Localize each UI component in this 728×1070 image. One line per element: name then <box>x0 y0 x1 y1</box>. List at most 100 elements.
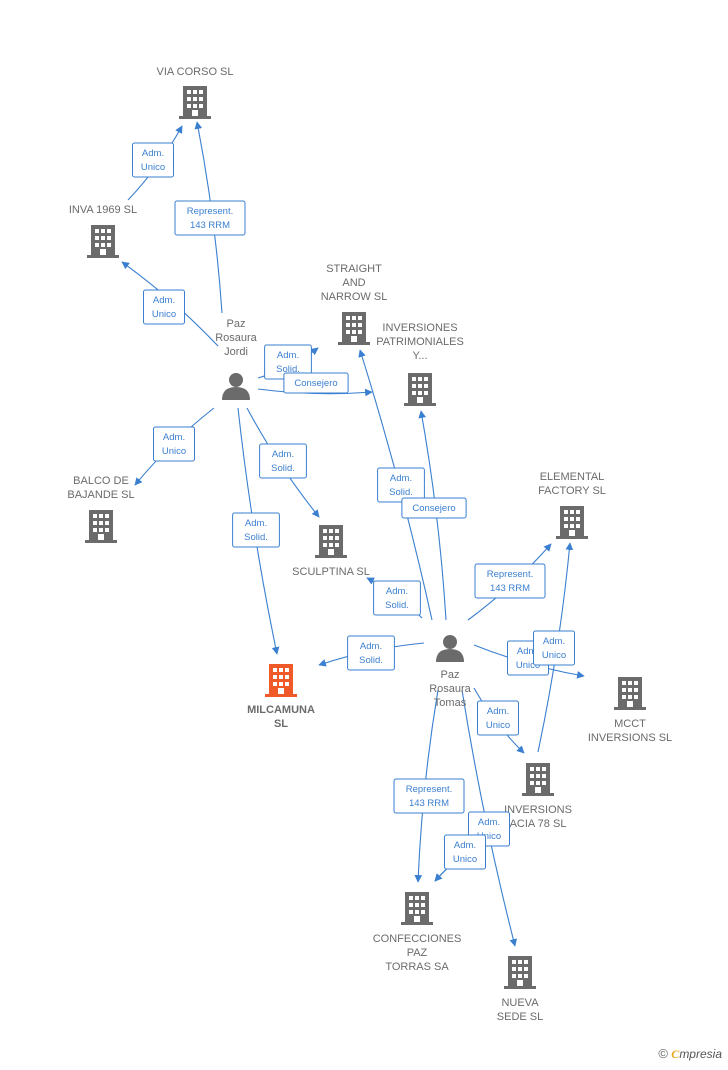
edge-label-text: Adm. <box>454 840 476 851</box>
edge-label[interactable]: Adm.Unico <box>132 142 174 178</box>
copyright-symbol: © <box>658 1046 668 1061</box>
edge-label[interactable]: Represent. 143 RRM <box>393 778 465 814</box>
node-label: ELEMENTAL <box>540 471 605 483</box>
node-sculptina[interactable]: SCULPTINA SL <box>292 525 370 578</box>
node-label: NUEVA <box>501 997 539 1009</box>
person-icon[interactable] <box>436 635 464 662</box>
edge-label-box <box>401 497 467 519</box>
building-icon[interactable] <box>87 225 119 258</box>
node-label: Y... <box>412 350 427 362</box>
node-label: Rosaura <box>429 683 471 695</box>
building-icon[interactable] <box>504 956 536 989</box>
node-label: NARROW SL <box>321 291 388 303</box>
edge-label[interactable]: Adm.Unico <box>477 700 519 736</box>
edge-label-text: Unico <box>453 854 477 865</box>
edge-label[interactable]: Consejero <box>401 497 467 519</box>
building-icon[interactable] <box>179 86 211 119</box>
building-icon[interactable] <box>338 312 370 345</box>
node-label: MILCAMUNA <box>247 704 315 716</box>
edge-label-text: Adm. <box>163 432 185 443</box>
node-label: MCCT <box>614 718 646 730</box>
node-label: SEDE SL <box>497 1011 543 1023</box>
building-icon[interactable] <box>614 677 646 710</box>
node-nueva[interactable]: NUEVA SEDE SL <box>497 956 543 1023</box>
edge-label-text: 143 RRM <box>409 798 449 809</box>
node-inva1969[interactable]: INVA 1969 SL <box>69 204 137 258</box>
person-icon[interactable] <box>222 373 250 400</box>
edge-label-text: Adm. <box>360 641 382 652</box>
node-label: INVERSIONS <box>504 804 572 816</box>
building-icon[interactable] <box>401 892 433 925</box>
edge-label-box <box>259 443 307 479</box>
brand-watermark: © Cmpresia <box>658 1046 722 1062</box>
node-label: INVA 1969 SL <box>69 204 137 216</box>
edge-label[interactable]: Adm.Solid. <box>347 635 395 671</box>
building-icon[interactable] <box>315 525 347 558</box>
node-label: PATRIMONIALES <box>376 336 464 348</box>
building-icon[interactable] <box>522 763 554 796</box>
building-icon[interactable] <box>85 510 117 543</box>
edge-label-text: Adm. <box>543 636 565 647</box>
node-label: FACTORY SL <box>538 485 606 497</box>
edge-label-text: Adm. <box>142 148 164 159</box>
node-inv-acia[interactable]: INVERSIONS ACIA 78 SL <box>504 763 572 830</box>
edge-label[interactable]: Adm. Solid. <box>264 344 312 380</box>
node-label: SCULPTINA SL <box>292 566 370 578</box>
edge-label-text: Solid. <box>244 532 268 543</box>
node-label: VIA CORSO SL <box>156 66 233 78</box>
edge-label-text: Solid. <box>276 364 300 375</box>
edge-label[interactable]: Adm.Unico <box>153 426 195 462</box>
edge-label-text: Consejero <box>294 378 337 389</box>
brand-initial: C <box>671 1047 680 1061</box>
edge-label[interactable]: Adm.Solid. <box>377 467 425 503</box>
building-icon[interactable] <box>556 506 588 539</box>
edge-label[interactable]: Adm.Solid. <box>373 580 421 616</box>
edge-label-text: Adm. <box>386 586 408 597</box>
edge-label-box <box>444 834 486 870</box>
node-label: PAZ <box>407 947 428 959</box>
node-label: BAJANDE SL <box>67 489 134 501</box>
edge-label-text: Represent. <box>406 784 452 795</box>
node-label: INVERSIONS SL <box>588 732 672 744</box>
node-elemental[interactable]: ELEMENTAL FACTORY SL <box>538 471 606 539</box>
edge-label[interactable]: Adm. Unico <box>533 630 575 666</box>
edge-label[interactable]: Represent.143 RRM <box>174 200 246 236</box>
node-label: INVERSIONES <box>382 322 457 334</box>
edge-label-box <box>132 142 174 178</box>
edge-label[interactable]: Adm. Solid. <box>232 512 280 548</box>
edge-label-text: Represent. <box>187 206 233 217</box>
edge-label-box <box>232 512 280 548</box>
edge-label-text: Unico <box>542 650 566 661</box>
edge-label-box <box>533 630 575 666</box>
edge-label-text: Adm. <box>517 646 539 657</box>
edge-label-box <box>283 372 349 394</box>
edge-label[interactable]: Adm.Unico <box>143 289 185 325</box>
edge-label-text: Adm. <box>277 350 299 361</box>
edge-label-text: Unico <box>486 720 510 731</box>
edge-label-box <box>474 563 546 599</box>
building-icon[interactable] <box>404 373 436 406</box>
edge-label-text: Adm. <box>245 518 267 529</box>
node-mcct[interactable]: MCCT INVERSIONS SL <box>588 677 672 744</box>
node-via-corso[interactable]: VIA CORSO SL <box>156 66 234 119</box>
edge-label-box <box>143 289 185 325</box>
node-patrimoniales[interactable]: INVERSIONES PATRIMONIALES Y... <box>376 322 464 406</box>
edge-label[interactable]: Adm. Unico <box>444 834 486 870</box>
edge-label-text: Adm. <box>390 473 412 484</box>
building-icon[interactable] <box>265 664 297 697</box>
edge-label[interactable]: Adm.Solid. <box>259 443 307 479</box>
edge-label-box <box>393 778 465 814</box>
node-label: Paz <box>227 318 246 330</box>
node-label: ACIA 78 SL <box>510 818 567 830</box>
edge-label[interactable]: Represent.143 RRM <box>474 563 546 599</box>
edge-label[interactable]: Consejero <box>283 372 349 394</box>
edge-label-box <box>373 580 421 616</box>
nodes-layer: VIA CORSO SL INVA 1969 SL STRAIGHTANDNARRO… <box>67 66 672 1023</box>
node-label: Tomas <box>434 697 467 709</box>
